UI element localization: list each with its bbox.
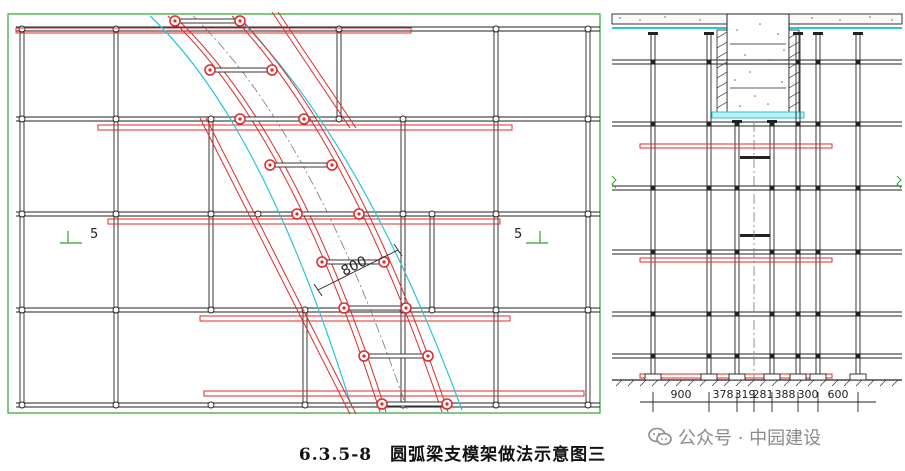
- section-mark-left-label: 5: [90, 227, 98, 242]
- section-mark-left: [60, 231, 82, 244]
- plan-beam-centerline: [192, 15, 408, 410]
- section-mark-right-label: 5: [514, 227, 522, 242]
- section-mark-right: [526, 231, 548, 244]
- plan-inclined-tubes: [167, 11, 449, 415]
- dim-300: 300: [798, 388, 819, 401]
- watermark: 公众号 · 中园建设: [648, 424, 821, 450]
- plan-ledgers: [16, 26, 600, 408]
- plan-red-couplers: [169, 15, 453, 410]
- section-ledgers: [612, 59, 902, 359]
- wechat-icon: [648, 427, 672, 446]
- plan-dimension-label: 800: [339, 253, 370, 279]
- section-red-ledgers: [639, 143, 833, 379]
- figure-caption: 6.3.5-8 圆弧梁支模架做法示意图三: [298, 445, 607, 465]
- ground-hatch: [615, 379, 899, 387]
- section-dimension-line: [640, 392, 876, 412]
- dim-281: 281: [753, 388, 774, 401]
- plan-standards: [19, 27, 591, 407]
- dim-900: 900: [671, 388, 692, 401]
- beam-bottom-board: [711, 111, 805, 119]
- dim-378: 378: [713, 388, 734, 401]
- dim-319: 319: [735, 388, 756, 401]
- plan-dimension: [313, 243, 403, 297]
- plan-frame: [7, 13, 601, 414]
- dim-388: 388: [775, 388, 796, 401]
- plan-transverse-tubes: [176, 18, 448, 407]
- section-dimension-labels: 900 378 319 281 388 300 600: [671, 388, 849, 401]
- plan-red-coupler-centers: [173, 19, 449, 406]
- dim-600: 600: [828, 388, 849, 401]
- break-marks: [611, 175, 902, 189]
- plan-view: 800 5 5: [7, 11, 601, 415]
- section-nodes: [650, 59, 861, 359]
- beam-concrete-dots: [734, 23, 785, 107]
- plan-red-tubes: [15, 27, 585, 397]
- base-plates: [644, 373, 867, 381]
- beam-short-tubes: [740, 156, 770, 237]
- section-view: 900 378 319 281 388 300 600: [611, 13, 903, 412]
- section-standards: [650, 34, 861, 374]
- watermark-text: 公众号 · 中园建设: [678, 428, 822, 449]
